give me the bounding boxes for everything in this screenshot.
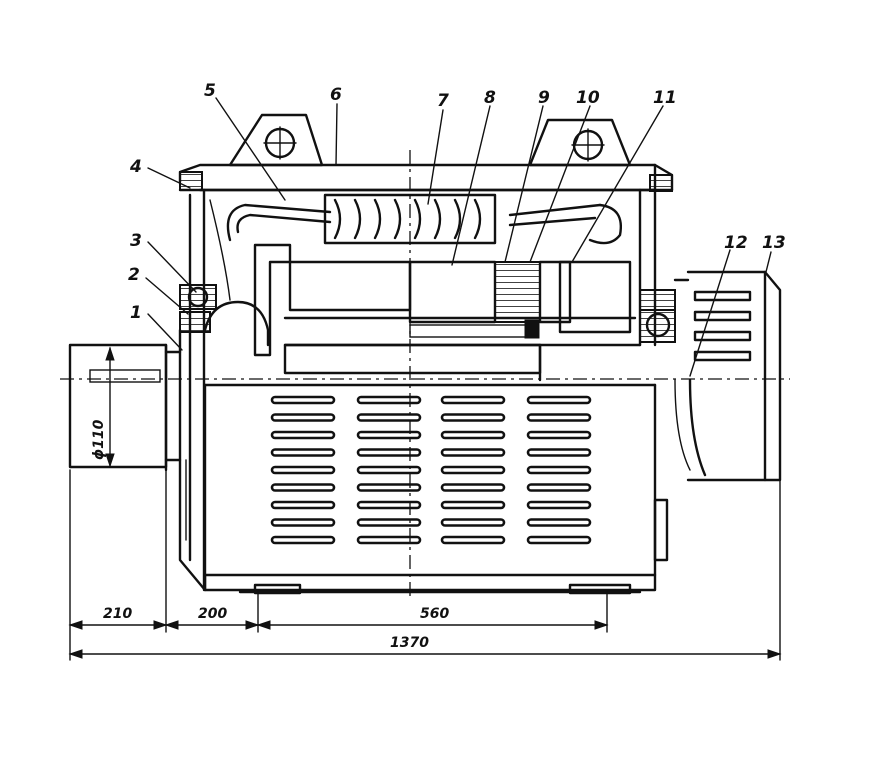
louver-slot — [270, 413, 336, 422]
louver-slot — [526, 395, 592, 405]
callout-11: 11 — [653, 88, 677, 108]
louver-slot — [526, 413, 592, 422]
louver-slot — [526, 483, 592, 492]
fan-blade — [693, 350, 752, 362]
louver-slot — [526, 535, 592, 545]
louver-slot — [440, 518, 506, 527]
right-bearing — [639, 289, 676, 343]
callout-3: 3 — [130, 231, 142, 251]
louver-slot — [526, 500, 592, 510]
louver-slot — [270, 430, 336, 440]
winding-coil — [433, 198, 442, 240]
ventilation-louvers — [270, 395, 592, 545]
louver-slot — [356, 483, 422, 492]
callout-6: 6 — [330, 85, 342, 105]
winding-coil — [393, 198, 402, 240]
callout-leaders — [145, 97, 772, 377]
dimension-overall-length: 1370 — [390, 635, 429, 651]
louver-slot — [270, 500, 336, 510]
louver-slot — [270, 518, 336, 527]
center-lines — [60, 150, 790, 600]
winding-coil — [453, 198, 462, 240]
louver-slot — [440, 395, 506, 405]
louver-slot — [270, 465, 336, 475]
louver-slot — [270, 535, 336, 545]
dimension-lines — [68, 346, 782, 661]
louver-slot — [356, 413, 422, 422]
callout-numbers: 1 2 3 4 5 6 7 8 9 10 11 12 13 — [128, 81, 786, 323]
callout-4: 4 — [129, 157, 142, 177]
louver-slot — [440, 465, 506, 475]
winding-coil — [473, 198, 482, 240]
fan-blade — [693, 310, 752, 322]
fan-blade — [693, 330, 752, 342]
louver-slot — [440, 413, 506, 422]
louver-slot — [526, 518, 592, 527]
winding-coil — [333, 198, 342, 240]
dimension-shaft-length: 210 — [103, 606, 132, 622]
dimension-shaft-diameter: ϕ110 — [91, 419, 107, 460]
louver-slot — [356, 465, 422, 475]
callout-13: 13 — [762, 233, 786, 253]
louver-slot — [270, 395, 336, 405]
stator-frame — [203, 383, 657, 595]
louver-slot — [440, 500, 506, 510]
stator-core — [226, 193, 642, 382]
dimension-end-shield-offset: 200 — [198, 606, 227, 622]
louver-slot — [526, 465, 592, 475]
dimension-foot-spacing: 560 — [420, 606, 449, 622]
callout-10: 10 — [576, 88, 600, 108]
louver-slot — [270, 483, 336, 492]
shaft-extension — [68, 343, 182, 472]
callout-1: 1 — [130, 303, 142, 323]
louver-slot — [440, 448, 506, 457]
louver-slot — [270, 448, 336, 457]
louver-slot — [526, 448, 592, 457]
fan-cover — [653, 270, 782, 562]
callout-9: 9 — [538, 88, 550, 108]
louver-slot — [440, 535, 506, 545]
louver-slot — [356, 535, 422, 545]
louver-slot — [440, 483, 506, 492]
left-bearing — [179, 284, 217, 333]
louver-slot — [356, 395, 422, 405]
callout-2: 2 — [128, 265, 140, 285]
winding-coil — [373, 198, 382, 240]
callout-5: 5 — [204, 81, 216, 101]
callout-7: 7 — [437, 91, 449, 111]
callout-12: 12 — [724, 233, 748, 253]
louver-slot — [356, 518, 422, 527]
winding-coil — [413, 198, 422, 240]
fan-blade — [693, 290, 752, 302]
callout-8: 8 — [484, 88, 496, 108]
louver-slot — [356, 448, 422, 457]
winding-coil — [353, 198, 362, 240]
louver-slot — [440, 430, 506, 440]
dimension-labels: ϕ110 210 200 560 1370 — [91, 419, 449, 651]
louver-slot — [356, 500, 422, 510]
louver-slot — [526, 430, 592, 440]
louver-slot — [356, 430, 422, 440]
